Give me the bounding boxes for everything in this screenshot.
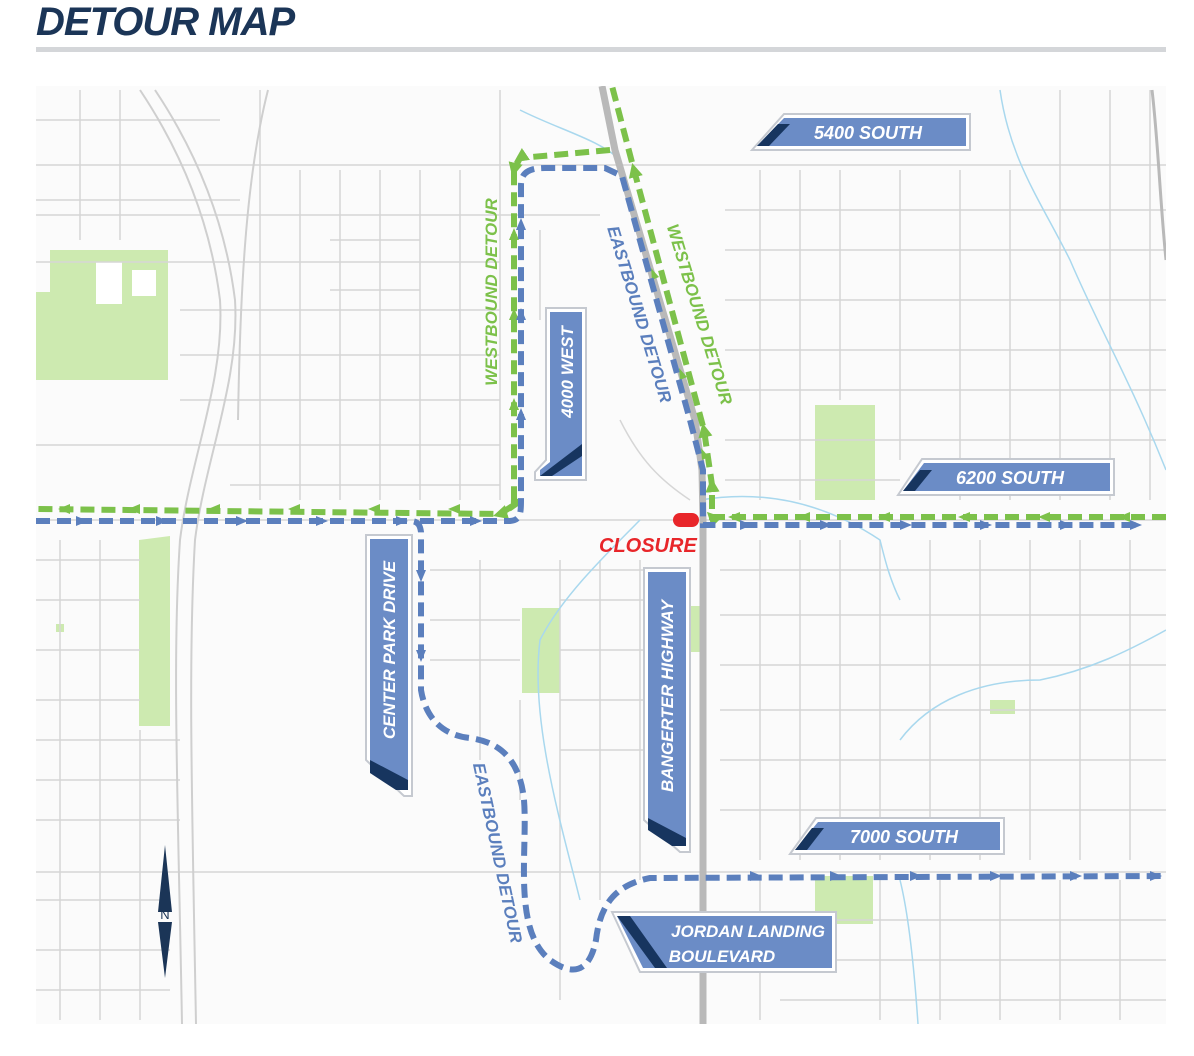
westbound-detour-route (36, 86, 1166, 528)
street-label-center-park-drive: CENTER PARK DRIVE (365, 534, 413, 797)
street-label-4000-west: 4000 WEST (534, 307, 587, 481)
street-label-5400-south: 5400 SOUTH (749, 113, 971, 151)
svg-text:4000 WEST: 4000 WEST (558, 325, 577, 419)
eastbound-arrows (76, 218, 1162, 881)
svg-text:N: N (160, 907, 169, 922)
page-title: DETOUR MAP (36, 0, 295, 44)
svg-text:CENTER PARK DRIVE: CENTER PARK DRIVE (380, 560, 399, 739)
title-divider (36, 47, 1166, 52)
westbound-detour-label-left: WESTBOUND DETOUR (482, 197, 501, 385)
closure-label: CLOSURE (599, 535, 697, 557)
street-label-6200-south: 6200 SOUTH (896, 458, 1115, 496)
streams (519, 89, 1166, 1024)
street-label-7000-south: 7000 SOUTH (788, 817, 1005, 855)
svg-text:5400 SOUTH: 5400 SOUTH (814, 123, 923, 143)
street-grid (36, 90, 1166, 1020)
svg-text:7000 SOUTH: 7000 SOUTH (850, 827, 959, 847)
rail-corridor (139, 89, 269, 1024)
eastbound-detour-label-bottom: EASTBOUND DETOUR (469, 761, 526, 946)
eastbound-detour-route (36, 165, 1166, 973)
detour-map[interactable]: CLOSURE 5400 SOUTH 6200 SOUTH 7000 SOUTH… (36, 86, 1166, 1024)
closure-marker[interactable] (673, 513, 699, 527)
north-arrow-icon: N (158, 845, 172, 978)
svg-text:6200 SOUTH: 6200 SOUTH (956, 468, 1065, 488)
street-label-bangerter-highway: BANGERTER HIGHWAY (643, 567, 691, 853)
svg-text:BANGERTER HIGHWAY: BANGERTER HIGHWAY (658, 598, 677, 792)
westbound-arrows (58, 228, 1130, 522)
street-label-jordan-landing: JORDAN LANDING BOULEVARD (610, 911, 837, 973)
svg-text:BOULEVARD: BOULEVARD (669, 947, 775, 966)
svg-text:JORDAN LANDING: JORDAN LANDING (671, 922, 825, 941)
